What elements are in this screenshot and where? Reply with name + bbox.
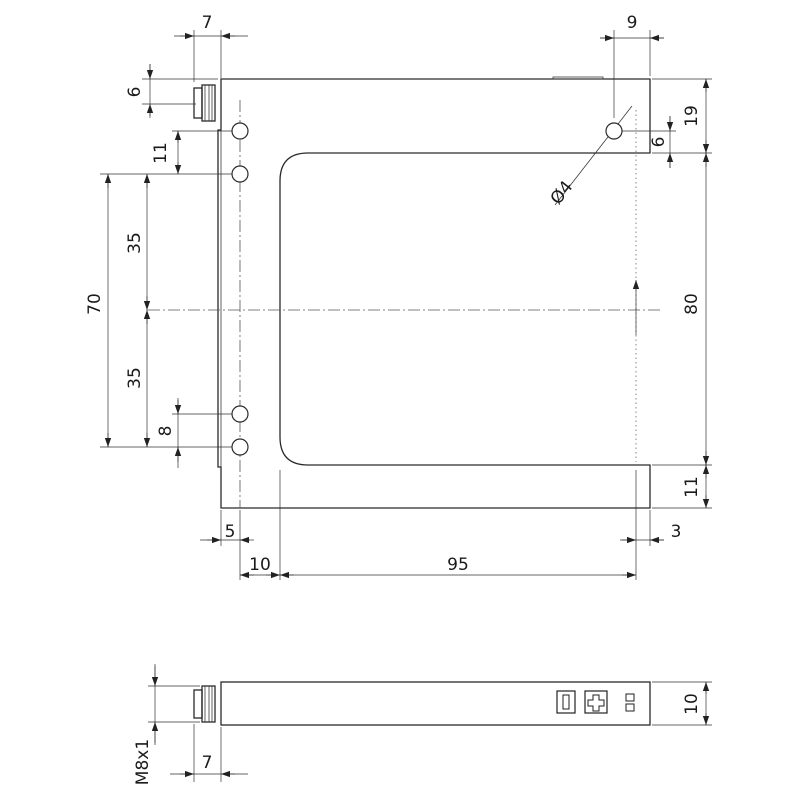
dim-thread-size: M8x1 (133, 739, 153, 785)
dim-hole-pattern-total: 70 (85, 293, 105, 315)
side-view: M8x1 10 7 (133, 664, 712, 785)
front-view (148, 76, 660, 509)
mounting-hole-upper-1 (231, 122, 249, 140)
dimension-labels: 7 9 6 19 6 11 70 35 35 80 8 11 5 10 95 3… (85, 13, 702, 575)
diameter-leader (554, 105, 633, 206)
mounting-hole-lower-2 (231, 438, 249, 456)
mounting-hole-right (605, 122, 623, 140)
dim-slot-depth: 80 (682, 293, 702, 315)
dim-top-to-hole: 19 (682, 105, 702, 127)
dim-hole-spacing-lower: 8 (156, 426, 176, 437)
mounting-hole-lower-1 (231, 405, 249, 423)
dim-hole-to-slot: 6 (649, 137, 669, 148)
dim-right-edge-gap: 3 (671, 522, 682, 542)
dim-connector-width-bottom: 7 (202, 753, 213, 773)
plus-button-icon (584, 690, 608, 714)
led-indicator-icon (625, 693, 635, 712)
dim-half-pattern-upper: 35 (125, 232, 145, 254)
dim-left-wall-hole-offset: 5 (225, 522, 236, 542)
dim-connector-offset: 6 (125, 87, 145, 98)
minus-button-icon (556, 690, 576, 714)
dim-hole-spacing-upper: 11 (151, 142, 171, 164)
dim-half-pattern-lower: 35 (125, 367, 145, 389)
dim-side-thickness: 10 (682, 693, 702, 715)
dim-arm-thickness: 11 (682, 476, 702, 498)
connector-side (193, 685, 216, 723)
dim-right-offset-top: 9 (627, 13, 638, 33)
dimension-lines (100, 30, 712, 580)
mounting-hole-upper-2 (231, 165, 249, 183)
dim-slot-width: 95 (447, 555, 469, 575)
dim-left-wall-width: 10 (249, 555, 271, 575)
connector-front (193, 84, 216, 122)
dim-connector-width-top: 7 (202, 13, 213, 33)
top-edge-marker (552, 76, 604, 80)
u-body-outline (217, 78, 651, 509)
side-body (220, 681, 651, 726)
